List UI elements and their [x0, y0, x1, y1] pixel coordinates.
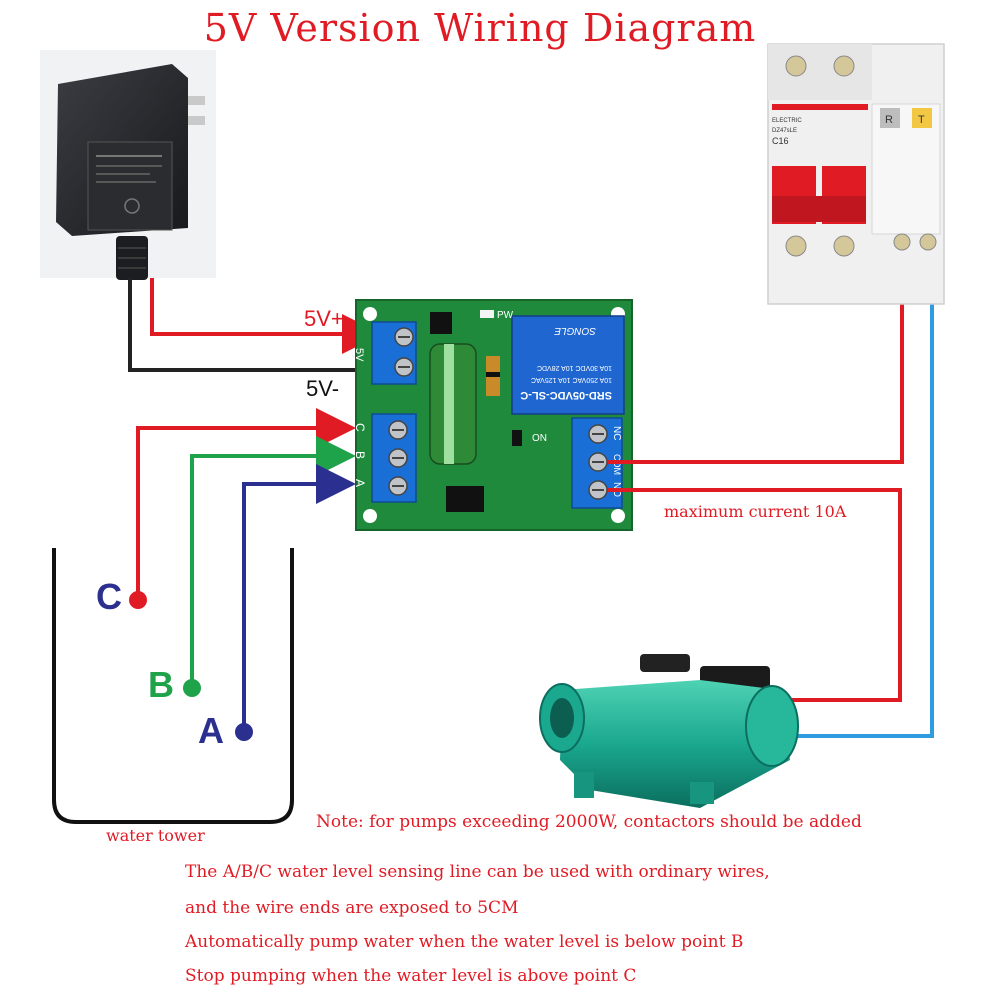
instruction-line-2: and the wire ends are exposed to 5CM	[185, 898, 519, 918]
breaker-t-label: T	[918, 114, 925, 126]
breaker-screw	[785, 55, 807, 77]
com-to-breaker-wire	[608, 250, 904, 464]
breaker-r-button	[880, 108, 900, 128]
chip	[430, 312, 452, 334]
pump-motor-end	[745, 685, 799, 767]
input-terminal-label-c: C	[353, 423, 367, 432]
breaker-r-label: R	[885, 114, 893, 126]
breaker-screw	[833, 235, 855, 257]
pw-led	[480, 310, 494, 318]
neutral-wire	[790, 250, 934, 738]
adapter-prong	[175, 96, 205, 105]
relay	[511, 315, 625, 415]
power-minus-wire	[128, 278, 374, 372]
max-current-label: maximum current 10A	[664, 502, 847, 521]
relay-module-board	[355, 299, 633, 531]
power-plus-wire	[150, 278, 382, 354]
sensor-b-wire	[190, 436, 356, 688]
input-terminal-label-a: A	[353, 479, 367, 487]
circuit-breaker	[767, 43, 945, 305]
led	[512, 430, 522, 446]
relay-rating-2: 10A 30VDC 10A 28VDC	[537, 364, 612, 371]
breaker-screw	[785, 235, 807, 257]
breaker-model: DZ47sLE	[772, 128, 797, 134]
sensor-c-label: C	[96, 576, 122, 617]
instruction-line-3: Automatically pump water when the water …	[185, 932, 744, 952]
instruction-line-4: Stop pumping when the water level is abo…	[185, 966, 637, 986]
ic-chip	[446, 486, 484, 512]
power-terminal-label: 5V	[353, 348, 365, 362]
breaker-t-button	[912, 108, 932, 128]
sensor-b-label: B	[148, 664, 174, 705]
water-tower	[52, 548, 294, 824]
breaker-rating: C16	[772, 136, 789, 146]
breaker-brand: ELECTRIC	[772, 118, 802, 124]
water-pump	[539, 654, 799, 808]
power-adapter	[40, 50, 216, 280]
instruction-line-1: The A/B/C water level sensing line can b…	[185, 862, 770, 882]
on-label: ON	[532, 433, 547, 444]
sensor-c-probe	[129, 591, 147, 609]
power-minus-label: 5V-	[306, 376, 340, 401]
breaker-screw	[833, 55, 855, 77]
water-tower-label: water tower	[106, 826, 205, 845]
sensor-b-probe	[183, 679, 201, 697]
no-to-pump-wire	[608, 488, 902, 702]
input-terminal-label-b: B	[353, 451, 367, 459]
pump-handle	[640, 654, 690, 672]
sensor-a-wire	[242, 464, 356, 732]
sensor-a-label: A	[198, 710, 224, 751]
power-plus-label: 5V+	[304, 306, 344, 331]
relay-model: SRD-05VDC-SL-C	[520, 389, 612, 401]
pw-label: PW	[497, 310, 514, 321]
adapter-prong	[175, 116, 205, 125]
output-terminal-label-nc: NC	[611, 426, 622, 440]
relay-brand: SONGLE	[554, 325, 596, 336]
output-terminal-label-com: COM	[612, 454, 622, 475]
sensor-c-wire	[136, 408, 356, 600]
page-title: 5V Version Wiring Diagram	[203, 6, 757, 50]
sensor-a-probe	[235, 723, 253, 741]
note-text: Note: for pumps exceeding 2000W, contact…	[316, 812, 862, 832]
relay-rating-1: 10A 250VAC 10A 125VAC	[531, 376, 612, 383]
